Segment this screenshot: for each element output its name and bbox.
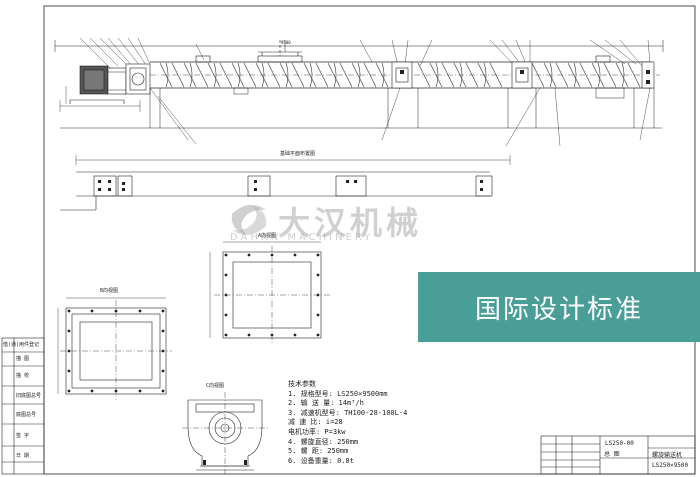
outlet-flange-view	[57, 297, 172, 400]
leader-lines	[79, 37, 651, 147]
base-plan	[60, 155, 511, 211]
drive-unit	[69, 63, 151, 104]
side-table-cell: 日 期	[16, 453, 30, 459]
spec-line: 4. 螺旋直径: 250mm	[288, 437, 359, 446]
inlet-flange-view	[209, 241, 330, 344]
title-block-drawing-no: LS250-00	[605, 440, 634, 447]
top-dimension	[54, 40, 664, 52]
inlet-flange-holes	[224, 253, 320, 337]
title-block-product: 螺旋输送机	[652, 452, 683, 459]
spec-line: 2. 输 送 量: 14m³/h	[288, 399, 364, 408]
end-section-marks	[203, 460, 247, 465]
title-block-spec: LS250×9500	[652, 462, 689, 469]
a-view-label: A向视图	[258, 233, 277, 239]
spec-line: 减 速 比: i=28	[288, 418, 343, 427]
title-block-title: 总 图	[604, 451, 620, 458]
drawing-border	[43, 5, 696, 475]
support-legs	[60, 87, 662, 129]
side-table-cell: 底图总号	[16, 412, 37, 418]
spec-block: 技术参数 1. 规格型号: LS250×9500mm 2. 输 送 量: 14m…	[288, 380, 407, 466]
spec-line: 电机功率: P=3kw	[288, 427, 346, 436]
inlet-hoppers	[195, 40, 611, 63]
top-dim-label: 9500	[281, 40, 291, 45]
c-view-label: C向视图	[206, 383, 225, 389]
main-view-label: 基础平面布置图	[280, 151, 316, 157]
spec-line: 6. 设备重量: 0.8t	[288, 456, 354, 465]
spec-title: 技术参数	[288, 380, 316, 388]
end-section-view	[182, 392, 268, 474]
spec-line: 5. 螺 距: 250mm	[288, 447, 349, 456]
banner-text: 国际设计标准	[474, 294, 643, 325]
side-table	[1, 337, 45, 475]
outlet-flange-holes	[67, 309, 165, 393]
side-table-cell: 签 字	[16, 433, 30, 439]
spec-line: 1. 规格型号: LS250×9500mm	[288, 389, 388, 398]
side-table-cell: 旧底图总号	[16, 393, 42, 399]
svg-text:9500: 9500	[281, 40, 291, 45]
standard-banner: 国际设计标准	[418, 272, 700, 342]
base-bolt-holes	[98, 180, 483, 191]
hanger-bearings	[391, 61, 655, 89]
title-block	[540, 435, 696, 475]
side-table-cell: 描 校	[16, 373, 30, 379]
screw-flights	[159, 62, 641, 88]
bottom-dimensions	[59, 86, 141, 112]
side-table-cell: 描 图	[16, 356, 30, 362]
spec-line: 3. 减速机型号: TH100-28-100L-4	[288, 408, 408, 417]
b-view-label: B向视图	[100, 288, 119, 294]
side-table-cell: 借(通)用件登记	[3, 342, 40, 348]
